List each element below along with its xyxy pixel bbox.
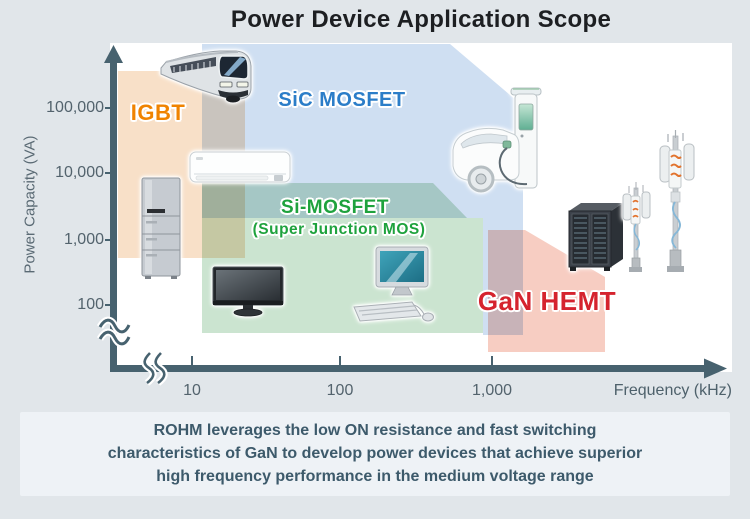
desktop-pc-icon [353, 246, 434, 322]
label-gan-hemt: GaN HEMT [477, 286, 617, 316]
x-axis-title: Frequency (kHz) [613, 382, 732, 399]
label-sic-mosfet: SiC MOSFET [278, 89, 406, 111]
label-igbt: IGBT [130, 100, 186, 125]
page-title: Power Device Application Scope [230, 6, 612, 33]
x-tick-100: 100 [326, 382, 354, 399]
label-si-mosfet: Si-MOSFET [281, 197, 389, 218]
y-tick-1000: 1,000 [63, 231, 104, 248]
caption-line-3: high frequency performance in the medium… [156, 468, 594, 485]
server-rack-icon [568, 203, 623, 271]
refrigerator-icon [141, 177, 181, 279]
train-icon [160, 50, 252, 103]
x-tick-10: 10 [183, 382, 201, 399]
air-conditioner-icon [189, 151, 291, 183]
x-tick-1000: 1,000 [471, 382, 513, 399]
y-tick-10000: 10,000 [55, 164, 104, 181]
caption-box: ROHM leverages the low ON resistance and… [20, 412, 730, 496]
label-super-junction-mos: (Super Junction MOS) [252, 221, 426, 238]
ev-charging-station-icon [452, 87, 542, 193]
caption-line-1: ROHM leverages the low ON resistance and… [153, 422, 597, 439]
y-axis-title: Power Capacity (VA) [21, 135, 39, 274]
y-tick-100: 100 [77, 296, 104, 313]
tv-icon [212, 266, 284, 317]
y-tick-100000: 100,000 [46, 99, 104, 116]
base-station-icon [622, 130, 695, 272]
caption-line-2: characteristics of GaN to develop power … [107, 445, 643, 462]
